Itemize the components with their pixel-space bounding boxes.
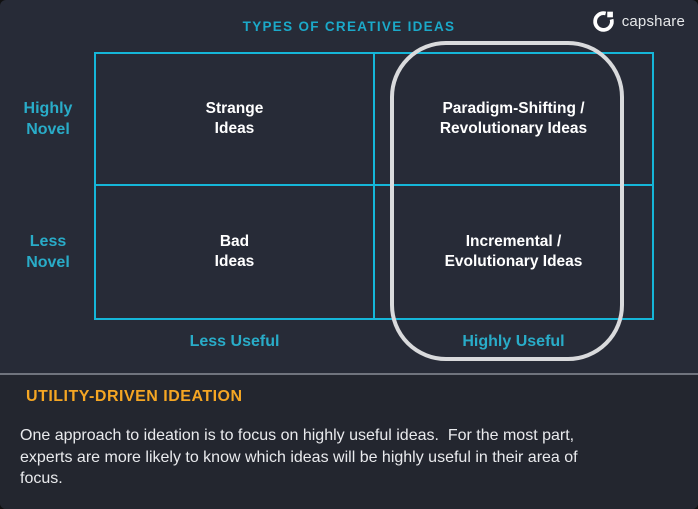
footer-body-text: One approach to ideation is to focus on …	[20, 425, 680, 490]
footer-body-line: experts are more likely to know which id…	[20, 448, 578, 466]
capshare-logo: capshare	[592, 10, 685, 33]
cell-text-line: Paradigm-Shifting /	[442, 99, 585, 117]
col-label-less-useful: Less Useful	[95, 319, 374, 365]
cell-text-line: Revolutionary Ideas	[439, 120, 588, 137]
page-title: TYPES OF CREATIVE IDEAS	[242, 19, 456, 34]
col-label-text: Less Useful	[189, 333, 280, 350]
highlight-rounded-rectangle	[390, 41, 624, 361]
footer-body-line: One approach to ideation is to focus on …	[20, 427, 575, 444]
cell-bad-ideas: Bad Ideas	[95, 185, 374, 319]
row-label-line: Less	[29, 233, 67, 250]
row-label-line: Novel	[26, 121, 70, 138]
row-label-line: Novel	[26, 254, 70, 271]
row-label-less-novel: Less Novel	[6, 185, 90, 319]
cell-strange-ideas: Strange Ideas	[95, 53, 374, 185]
capshare-circle-arrow-icon	[592, 10, 615, 33]
matrix-horizontal-divider	[94, 184, 654, 186]
cell-text-line: Bad	[219, 232, 250, 250]
capshare-logo-text: capshare	[621, 13, 685, 30]
cell-text-line: Strange	[205, 99, 264, 117]
col-label-highly-useful: Highly Useful	[374, 319, 653, 365]
footer-section: UTILITY-DRIVEN IDEATION One approach to …	[0, 375, 698, 509]
cell-text-line: Ideas	[214, 253, 255, 270]
col-label-text: Highly Useful	[462, 333, 565, 350]
footer-body-line: focus.	[20, 470, 63, 487]
footer-heading: UTILITY-DRIVEN IDEATION	[26, 388, 243, 405]
section-divider	[0, 373, 698, 375]
cell-text-line: Evolutionary Ideas	[444, 253, 583, 270]
matrix-vertical-divider	[373, 52, 375, 320]
row-label-line: Highly	[23, 100, 73, 117]
cell-text-line: Incremental /	[465, 232, 562, 250]
cell-incremental-ideas: Incremental / Evolutionary Ideas	[374, 185, 653, 319]
row-label-highly-novel: Highly Novel	[6, 53, 90, 185]
cell-paradigm-shifting-ideas: Paradigm-Shifting / Revolutionary Ideas	[374, 53, 653, 185]
cell-text-line: Ideas	[214, 120, 255, 137]
